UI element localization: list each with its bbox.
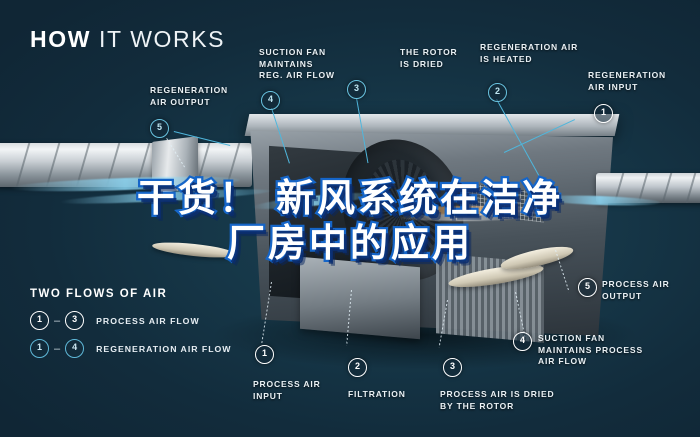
- leader-line: [346, 289, 352, 346]
- leader-line: [261, 281, 272, 344]
- callout-badge-4[interactable]: 4: [261, 91, 280, 110]
- callout-label: FILTRATION: [348, 389, 406, 399]
- page-title-light: IT WORKS: [99, 26, 226, 52]
- callout-filtration: FILTRATION: [348, 389, 406, 401]
- filter-panel: [300, 256, 420, 340]
- legend-label: PROCESS AIR FLOW: [96, 315, 200, 326]
- callout-process-input: PROCESS AIR INPUT: [253, 379, 321, 402]
- overlay-headline-line1: 干货！ 新风系统在洁净: [135, 174, 564, 223]
- callout-rotor-dried: THE ROTOR IS DRIED: [400, 47, 458, 70]
- callout-label: SUCTION FAN MAINTAINS PROCESS AIR FLOW: [538, 333, 643, 366]
- overlay-headline: 干货！ 新风系统在洁净 厂房中的应用: [0, 174, 700, 268]
- legend-label: REGENERATION AIR FLOW: [96, 343, 232, 354]
- callout-badge-3[interactable]: 3: [347, 80, 366, 99]
- callout-badge-process-output[interactable]: 5: [578, 278, 597, 297]
- legend-badge-from: 1: [30, 311, 49, 330]
- page-title: HOW IT WORKS: [30, 26, 225, 53]
- callout-badge-process-input[interactable]: 1: [255, 345, 274, 364]
- callout-process-dried: PROCESS AIR IS DRIED BY THE ROTOR: [440, 389, 554, 412]
- callout-label: PROCESS AIR OUTPUT: [602, 279, 670, 301]
- legend-title: TWO FLOWS OF AIR: [30, 288, 168, 300]
- legend-badge-to: 3: [65, 311, 85, 330]
- callout-badge-process-dried[interactable]: 3: [443, 358, 462, 377]
- filter-media: [436, 253, 544, 343]
- legend-dash: –: [54, 342, 61, 355]
- callout-badge-2[interactable]: 2: [488, 83, 507, 102]
- callout-suction-process: SUCTION FAN MAINTAINS PROCESS AIR FLOW: [538, 333, 643, 368]
- leader-line: [270, 108, 290, 164]
- callout-label: REGENERATION AIR OUTPUT: [150, 85, 229, 107]
- legend-row-process: 1 – 3 PROCESS AIR FLOW: [30, 311, 232, 330]
- legend-badge-to: 4: [65, 339, 85, 358]
- leader-line: [166, 138, 186, 168]
- callout-label: REGENERATION AIR INPUT: [588, 70, 667, 92]
- legend-row-regeneration: 1 – 4 REGENERATION AIR FLOW: [30, 339, 232, 358]
- leader-line: [438, 299, 448, 348]
- callout-badge-filtration[interactable]: 2: [348, 358, 367, 377]
- callout-badge-suction-process[interactable]: 4: [513, 332, 532, 351]
- leader-line: [355, 98, 369, 164]
- callout-process-output: PROCESS AIR OUTPUT: [602, 279, 670, 302]
- callout-regen-input: REGENERATION AIR INPUT: [588, 70, 666, 93]
- legend: TWO FLOWS OF AIR 1 – 3 PROCESS AIR FLOW …: [30, 288, 232, 367]
- callout-regen-output: REGENERATION AIR OUTPUT: [150, 85, 228, 108]
- leader-line: [173, 131, 231, 147]
- callout-label: PROCESS AIR IS DRIED BY THE ROTOR: [440, 389, 555, 411]
- overlay-headline-line2: 厂房中的应用: [225, 219, 473, 268]
- callout-label: THE ROTOR IS DRIED: [400, 47, 458, 69]
- callout-label: SUCTION FAN MAINTAINS REG. AIR FLOW: [259, 47, 335, 80]
- legend-badge-from: 1: [30, 339, 49, 358]
- legend-dash: –: [54, 314, 61, 327]
- callout-label: PROCESS AIR INPUT: [253, 379, 321, 401]
- callout-regen-heated: REGENERATION AIR IS HEATED: [480, 42, 578, 65]
- leader-line: [503, 118, 575, 153]
- callout-badge-5[interactable]: 5: [150, 119, 169, 138]
- callout-badge-1[interactable]: 1: [594, 104, 613, 123]
- callout-label: REGENERATION AIR IS HEATED: [480, 42, 579, 64]
- page-title-bold: HOW: [30, 26, 92, 52]
- callout-suction-fan-reg: SUCTION FAN MAINTAINS REG. AIR FLOW: [259, 47, 335, 82]
